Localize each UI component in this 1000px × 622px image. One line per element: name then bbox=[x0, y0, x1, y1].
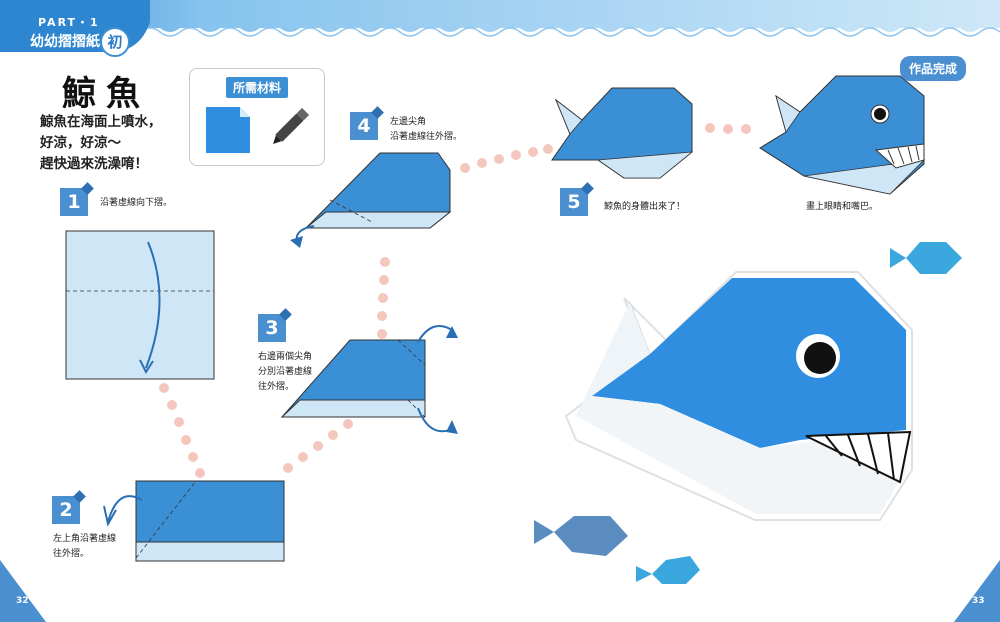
page-number-right: 33 bbox=[972, 596, 985, 606]
origami-paper-icon bbox=[206, 107, 250, 153]
intro-text: 鯨魚在海面上噴水， 好涼，好涼～ 趕快過來洗澡唷！ bbox=[40, 112, 200, 175]
header-wave-band bbox=[0, 0, 1000, 52]
fish-decoration bbox=[534, 242, 962, 584]
step-text: 左邊尖角 沿著虛線往外摺。 bbox=[390, 115, 462, 145]
step5-diagram bbox=[551, 87, 694, 179]
intro-line: 趕快過來洗澡唷！ bbox=[40, 156, 148, 172]
intro-line: 好涼，好涼～ bbox=[40, 135, 121, 151]
done-badge: 作品完成 bbox=[900, 56, 967, 81]
step-text: 沿著虛線向下摺。 bbox=[100, 196, 172, 211]
level-badge: 初 bbox=[100, 27, 130, 57]
intro-line: 鯨魚在海面上噴水， bbox=[40, 114, 162, 130]
step-number: 1 bbox=[60, 188, 88, 216]
step-text-line: 分別沿著虛線 bbox=[258, 367, 313, 377]
step-number: 4 bbox=[350, 112, 378, 140]
step1-diagram bbox=[65, 230, 215, 380]
page-title: 鯨魚 bbox=[62, 74, 150, 114]
step-text-line: 右邊兩個尖角 bbox=[258, 352, 313, 362]
step-text: 左上角沿著虛線 往外摺。 bbox=[53, 532, 116, 562]
step-number: 3 bbox=[258, 314, 286, 342]
final-step-text: 畫上眼睛和嘴巴。 bbox=[806, 202, 879, 212]
final-whale-large bbox=[564, 271, 913, 521]
step-text-line: 左上角沿著虛線 bbox=[53, 534, 117, 544]
step-text: 右邊兩個尖角 分別沿著虛線 往外摺。 bbox=[258, 350, 312, 395]
step2-diagram bbox=[103, 480, 285, 562]
step3-diagram bbox=[280, 325, 458, 434]
step-text-line: 沿著虛線往外摺。 bbox=[390, 132, 463, 142]
step-text-line: 往外摺。 bbox=[258, 382, 295, 392]
part-title: 幼幼摺摺紙 bbox=[30, 34, 100, 50]
materials-illustration bbox=[206, 107, 310, 153]
materials-box: 所需材料 bbox=[189, 68, 325, 166]
step-text: 鯨魚的身體出來了！ bbox=[604, 200, 685, 215]
corner-right bbox=[954, 560, 1000, 622]
step-text-line: 沿著虛線向下摺。 bbox=[100, 198, 173, 208]
step-number: 5 bbox=[560, 188, 588, 216]
materials-title: 所需材料 bbox=[226, 77, 289, 98]
step4-diagram bbox=[290, 152, 452, 248]
step-text-line: 左邊尖角 bbox=[390, 117, 427, 127]
page-number-left: 32 bbox=[16, 596, 29, 606]
part-label: PART・1 bbox=[38, 16, 100, 29]
corner-left bbox=[0, 560, 46, 622]
step-number: 2 bbox=[52, 496, 80, 524]
step-text-line: 鯨魚的身體出來了！ bbox=[604, 202, 686, 212]
final-whale-small bbox=[759, 75, 926, 195]
dotted-path bbox=[159, 123, 751, 478]
step-text-line: 往外摺。 bbox=[53, 549, 90, 559]
